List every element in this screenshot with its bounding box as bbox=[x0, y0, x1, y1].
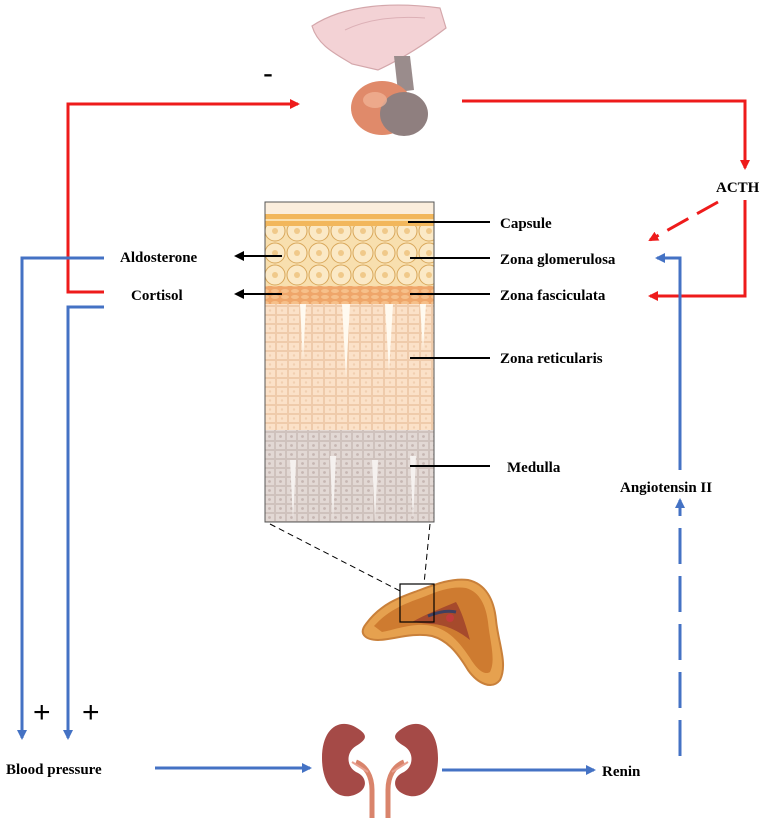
acth-label: ACTH bbox=[716, 180, 760, 196]
plus-sign-cortisol: + bbox=[82, 696, 100, 729]
zoom-guide-right bbox=[423, 523, 431, 585]
aldosterone-to-blood-pressure-arrow bbox=[17, 256, 104, 740]
capsule-label: Capsule bbox=[500, 216, 552, 232]
cortisol-to-blood-pressure-arrow bbox=[63, 305, 104, 740]
cortisol-label: Cortisol bbox=[131, 288, 183, 304]
adrenal-gland-icon bbox=[361, 578, 504, 686]
kidneys-icon bbox=[322, 723, 438, 818]
negative-feedback-sign: - bbox=[263, 57, 273, 90]
plus-sign-aldosterone: + bbox=[33, 696, 51, 729]
acth-to-zona-fasciculata-arrow bbox=[648, 200, 747, 301]
renin-label: Renin bbox=[602, 764, 641, 780]
medulla-label: Medulla bbox=[507, 460, 561, 476]
pituitary-gland-icon bbox=[311, 4, 447, 136]
acth-to-zona-glomerulosa-arrow bbox=[648, 200, 719, 242]
cortisol-negative-feedback-arrow bbox=[66, 99, 300, 294]
zona-glomerulosa-label: Zona glomerulosa bbox=[500, 252, 616, 268]
zona-fasciculata-label: Zona fasciculata bbox=[500, 288, 606, 304]
zona-reticularis-label: Zona reticularis bbox=[500, 351, 603, 367]
zoom-guide-left bbox=[269, 523, 403, 593]
angiotensin-ii-label: Angiotensin II bbox=[620, 480, 712, 496]
angiotensin-to-zona-glomerulosa-arrow bbox=[655, 253, 682, 470]
adrenal-cortex-section bbox=[264, 201, 435, 523]
blood-pressure-label: Blood pressure bbox=[6, 762, 102, 778]
aldosterone-label: Aldosterone bbox=[120, 250, 198, 266]
pituitary-to-acth-arrow bbox=[462, 99, 750, 170]
